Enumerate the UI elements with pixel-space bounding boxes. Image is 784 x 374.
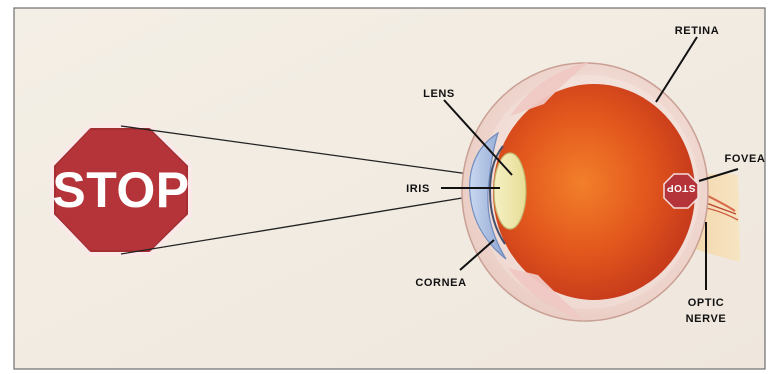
eyeball: STOP (462, 62, 708, 321)
stop-sign: STOP (52, 126, 190, 254)
retinal-stop-sign: STOP (664, 174, 698, 208)
cornea-label: CORNEA (415, 277, 466, 289)
retinal-stop-text: STOP (666, 182, 695, 193)
optic-nerve-label-line1: OPTIC (688, 297, 725, 309)
stop-sign-text: STOP (52, 162, 189, 218)
optic-nerve-label-line2: NERVE (686, 313, 727, 325)
fovea-label: FOVEA (725, 153, 766, 165)
lens-label: LENS (423, 88, 455, 100)
iris-label: IRIS (406, 183, 430, 195)
lens-shape (494, 153, 526, 229)
retina-label: RETINA (675, 25, 720, 37)
